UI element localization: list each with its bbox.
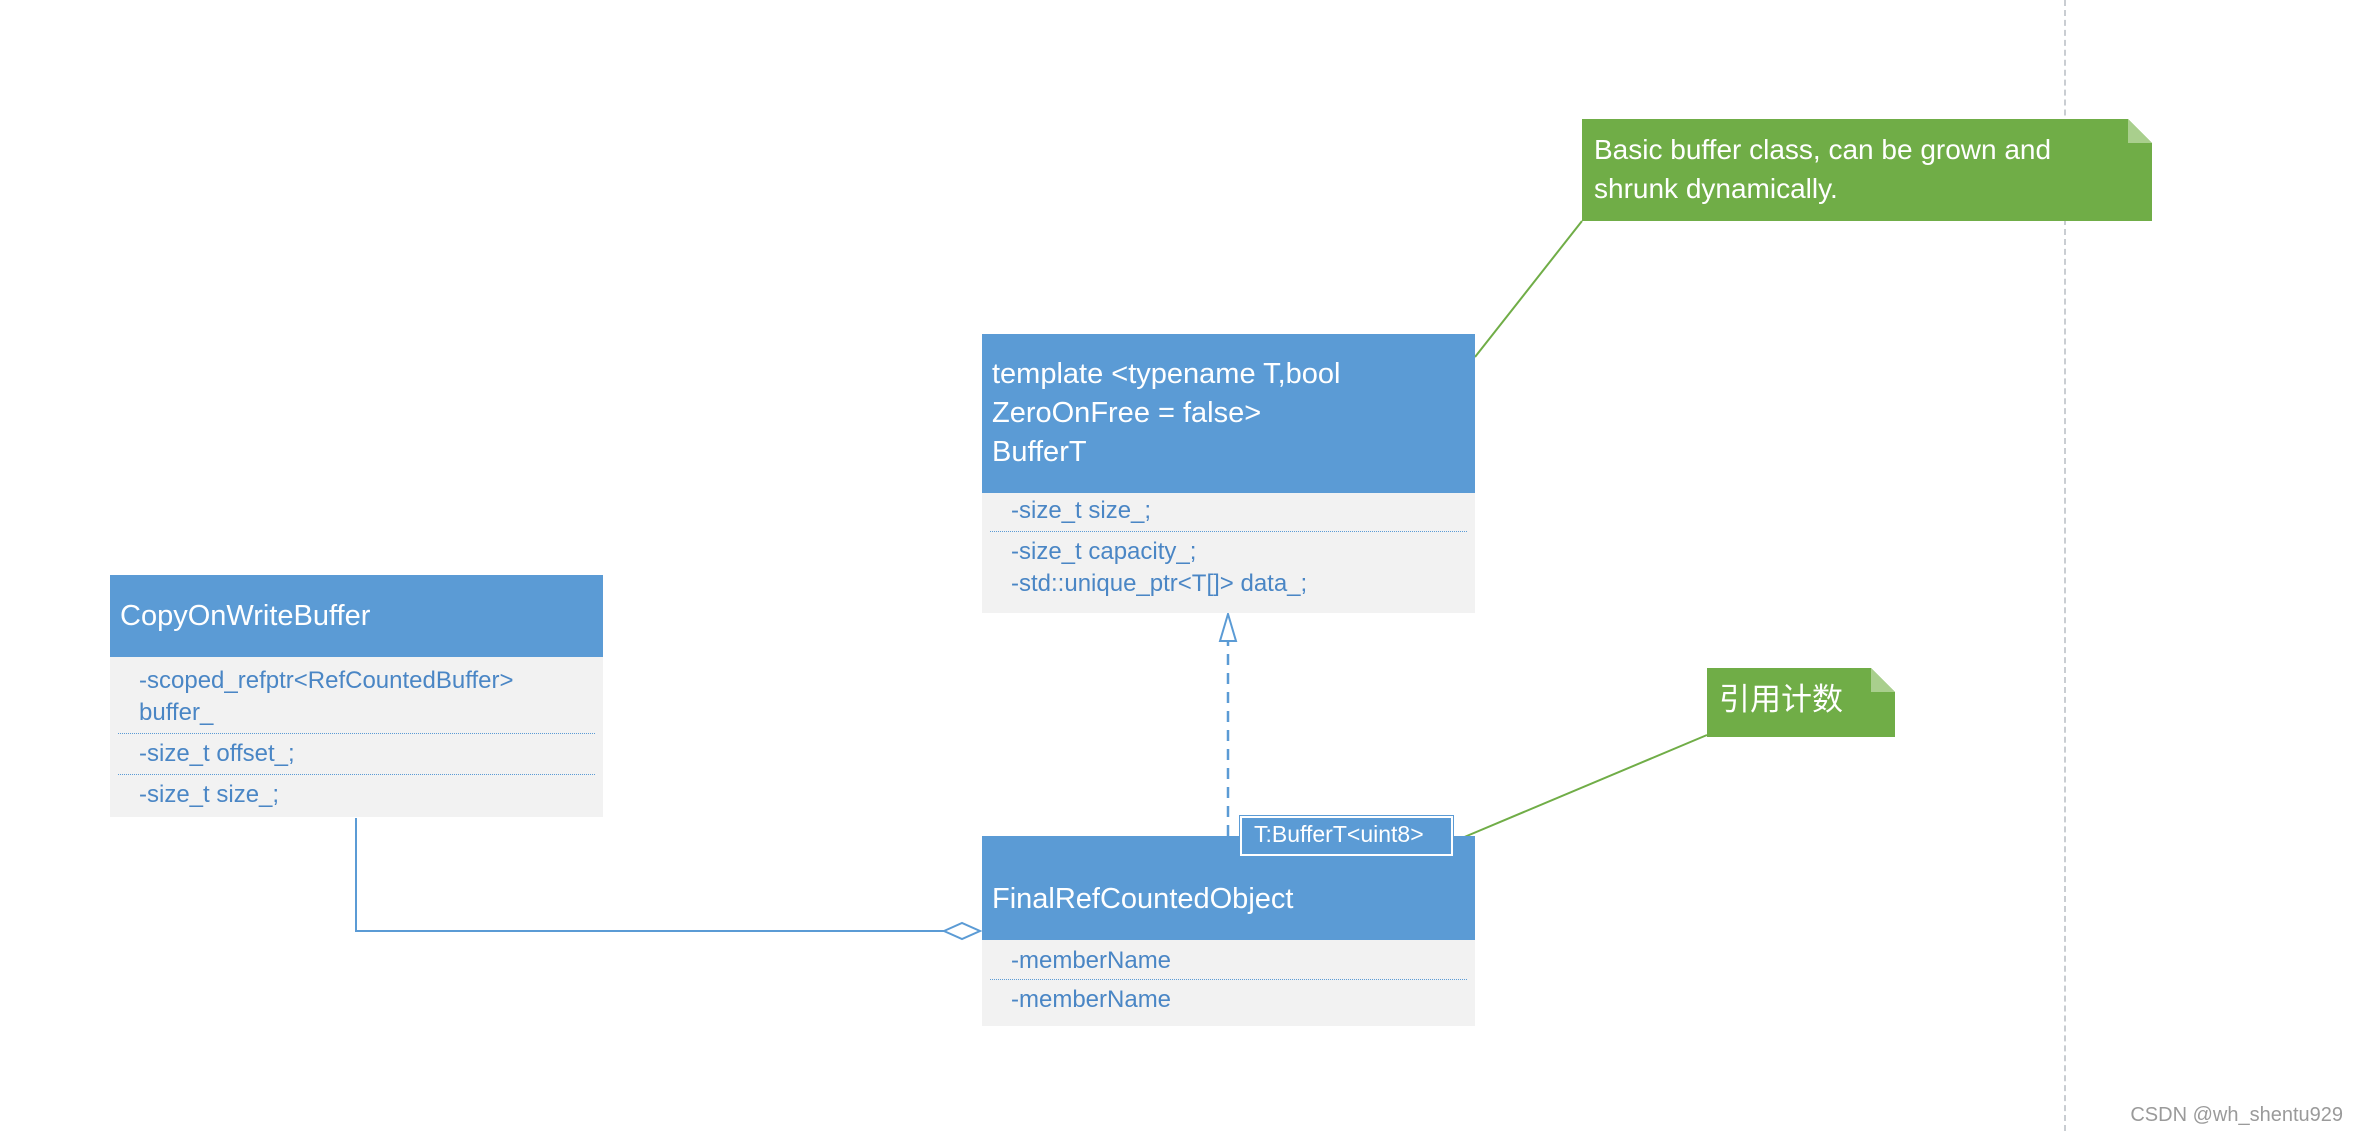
class-copy-on-write-buffer-header: CopyOnWriteBuffer [110,575,603,657]
class-copy-on-write-buffer[interactable]: CopyOnWriteBuffer -scoped_refptr<RefCoun… [110,575,603,817]
class-buffer-t-header: template <typename T,bool ZeroOnFree = f… [982,334,1475,493]
class-copy-on-write-buffer-title: CopyOnWriteBuffer [120,599,371,632]
class-attribute: -size_t size_; [990,495,1467,532]
class-copy-on-write-buffer-attributes: -scoped_refptr<RefCountedBuffer> buffer_… [110,657,603,817]
class-final-ref-counted-object[interactable]: FinalRefCountedObject -memberName -membe… [982,836,1475,1026]
class-final-ref-counted-object-title: FinalRefCountedObject [992,882,1294,915]
class-buffer-t-attributes: -size_t size_; -size_t capacity_; -std::… [982,493,1475,613]
note-ref-count[interactable]: 引用计数 [1707,668,1895,737]
class-buffer-t[interactable]: template <typename T,bool ZeroOnFree = f… [982,334,1475,613]
class-attribute: -memberName [990,945,1467,980]
note-text-line: Basic buffer class, can be grown and [1594,134,2052,165]
ref-count-note-connector [1461,734,1708,839]
class-attribute: buffer_ [118,697,595,734]
class-attribute: -memberName [1011,986,1172,1013]
realization-arrowhead [1218,610,1238,642]
aggregation-connector [355,818,944,932]
class-attribute: -size_t capacity_; [1011,538,1197,565]
class-attribute: -size_t offset_; [118,734,595,775]
class-buffer-t-title-line: ZeroOnFree = false> [992,397,1262,429]
template-parameter-box: T:BufferT<uint8> [1239,815,1454,857]
class-buffer-t-title-line: BufferT [992,436,1087,468]
aggregation-diamond [941,921,983,941]
class-attribute: -std::unique_ptr<T[]> data_; [1011,570,1308,597]
watermark: CSDN @wh_shentu929 [2130,1104,2343,1126]
class-attribute: -size_t size_; [139,781,280,808]
class-attribute: -scoped_refptr<RefCountedBuffer> [139,667,514,694]
page-divider [2064,0,2066,1131]
note-buffer-description[interactable]: Basic buffer class, can be grown and shr… [1582,119,2152,221]
class-final-ref-counted-object-header: FinalRefCountedObject [982,836,1475,940]
class-final-ref-counted-object-attributes: -memberName -memberName [982,940,1475,1026]
note-ref-count-text: 引用计数 [1719,682,1843,717]
buffer-note-connector [1474,220,1583,358]
class-buffer-t-title-line: template <typename T,bool [992,358,1341,390]
note-text-line: shrunk dynamically. [1594,173,1838,204]
